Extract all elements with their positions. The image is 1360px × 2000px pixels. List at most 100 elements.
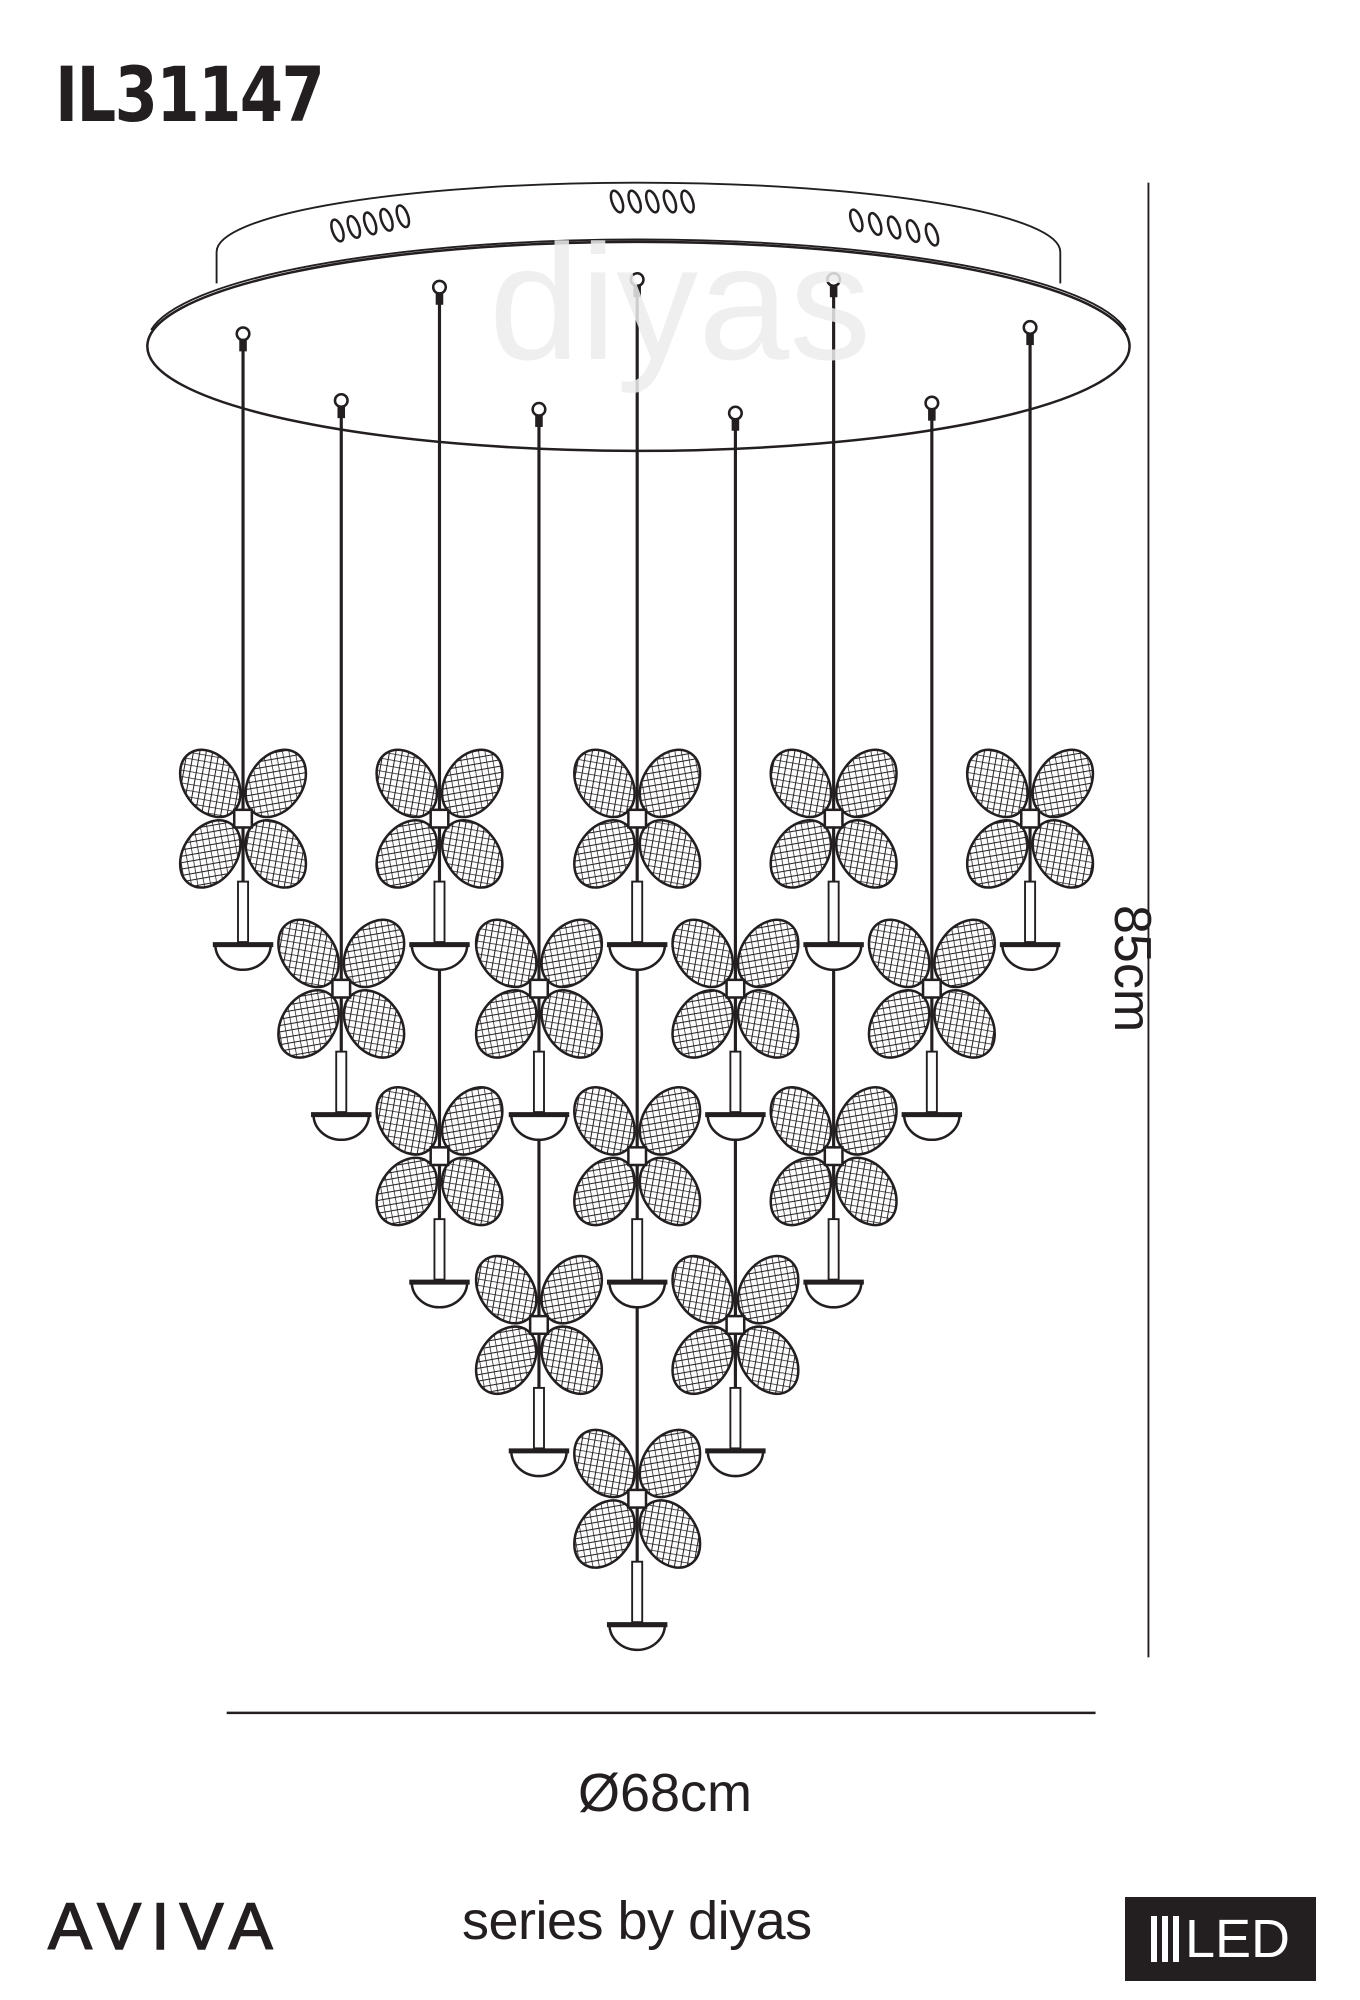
petal <box>440 748 504 819</box>
petal <box>933 989 996 1059</box>
flower-hub <box>921 978 942 999</box>
led-label: LED <box>1184 1909 1291 1969</box>
flower-hub <box>823 1146 844 1167</box>
flower-hub <box>528 1314 550 1336</box>
flower-pendant <box>474 918 604 1142</box>
flower-hub <box>823 808 844 829</box>
petal <box>540 918 604 989</box>
flower-pendant <box>671 1254 800 1478</box>
petal <box>440 1086 504 1156</box>
vent-slot <box>395 204 411 229</box>
flower-pendant <box>375 1086 504 1309</box>
petal <box>638 1499 702 1569</box>
flower-hub <box>627 1146 648 1167</box>
flower-hub <box>627 808 648 829</box>
rod <box>333 392 349 1052</box>
mount-cap <box>531 401 547 417</box>
flower-hub <box>627 1488 648 1509</box>
globe-cap <box>509 1113 568 1142</box>
triple-bar-icon <box>1150 1916 1179 1962</box>
flower-hub <box>331 978 352 999</box>
petal <box>440 1156 504 1227</box>
globe-cap <box>608 1623 667 1652</box>
vent-slot <box>644 189 660 214</box>
stem <box>827 880 840 944</box>
petal <box>342 918 406 989</box>
globe-cap <box>410 1280 469 1309</box>
petal <box>573 748 636 819</box>
petal <box>474 989 538 1059</box>
globe-cap <box>804 1280 863 1309</box>
globe-cap <box>706 1449 765 1478</box>
rod <box>924 395 940 1052</box>
stem <box>532 1050 545 1114</box>
rod <box>235 326 251 882</box>
petal <box>573 1499 636 1569</box>
petal <box>573 1086 636 1156</box>
brand-name: AVIVA <box>47 1888 283 1964</box>
petal <box>638 1086 702 1156</box>
flower-pendant <box>573 1428 702 1652</box>
flower-pendant <box>769 748 898 972</box>
vent-slot <box>924 222 940 247</box>
petal <box>573 1428 636 1499</box>
vent-slot <box>379 207 394 232</box>
vent-slot <box>609 189 625 214</box>
petal <box>769 748 833 819</box>
stem <box>1024 880 1037 944</box>
flower-pendant <box>573 1086 702 1309</box>
petal <box>834 819 898 889</box>
petal <box>540 1325 604 1396</box>
flower-pendant <box>375 748 504 972</box>
globe-cap <box>902 1113 961 1142</box>
petal <box>671 918 735 989</box>
petal <box>573 819 636 889</box>
petal <box>834 1156 898 1227</box>
stem <box>631 1218 644 1281</box>
vent-slot <box>346 214 362 239</box>
vent-slot <box>662 189 678 214</box>
globe-cap <box>312 1113 371 1142</box>
flower-pendant <box>671 918 800 1142</box>
petal <box>540 1254 604 1325</box>
globe-cap <box>608 1280 667 1309</box>
stem <box>532 1386 545 1450</box>
stem <box>433 880 446 944</box>
rod <box>1022 319 1038 882</box>
petal <box>671 1325 735 1396</box>
diameter-label: Ø68cm <box>577 1763 753 1823</box>
globe-cap <box>608 943 667 972</box>
rod <box>431 279 448 1220</box>
petal <box>736 918 800 989</box>
petal <box>736 1254 800 1325</box>
petal <box>965 748 1029 819</box>
vent-slot <box>905 219 921 244</box>
petal <box>244 819 308 889</box>
petal <box>834 748 898 819</box>
stem <box>729 1050 742 1114</box>
flower-hub <box>429 1146 450 1167</box>
petal <box>736 1325 800 1396</box>
petal <box>178 819 242 889</box>
petal <box>834 1086 898 1156</box>
petal <box>474 918 538 989</box>
flower-pendant <box>965 748 1095 972</box>
suspension-rods <box>235 272 1038 1562</box>
vent-slots <box>330 189 940 247</box>
flower-pendant <box>769 1086 898 1309</box>
flower-hub <box>1020 808 1041 829</box>
stem <box>631 1560 644 1624</box>
petal <box>638 819 702 889</box>
rod <box>531 401 547 1388</box>
flower-hub <box>232 808 254 829</box>
petal <box>638 748 702 819</box>
petal <box>867 989 931 1059</box>
mount-cap <box>235 326 251 342</box>
mount-cap <box>1022 319 1038 336</box>
petal <box>736 989 800 1059</box>
mount-cap <box>333 392 349 409</box>
rod <box>727 405 743 1388</box>
vent-slot <box>886 215 902 240</box>
petal <box>540 989 604 1059</box>
